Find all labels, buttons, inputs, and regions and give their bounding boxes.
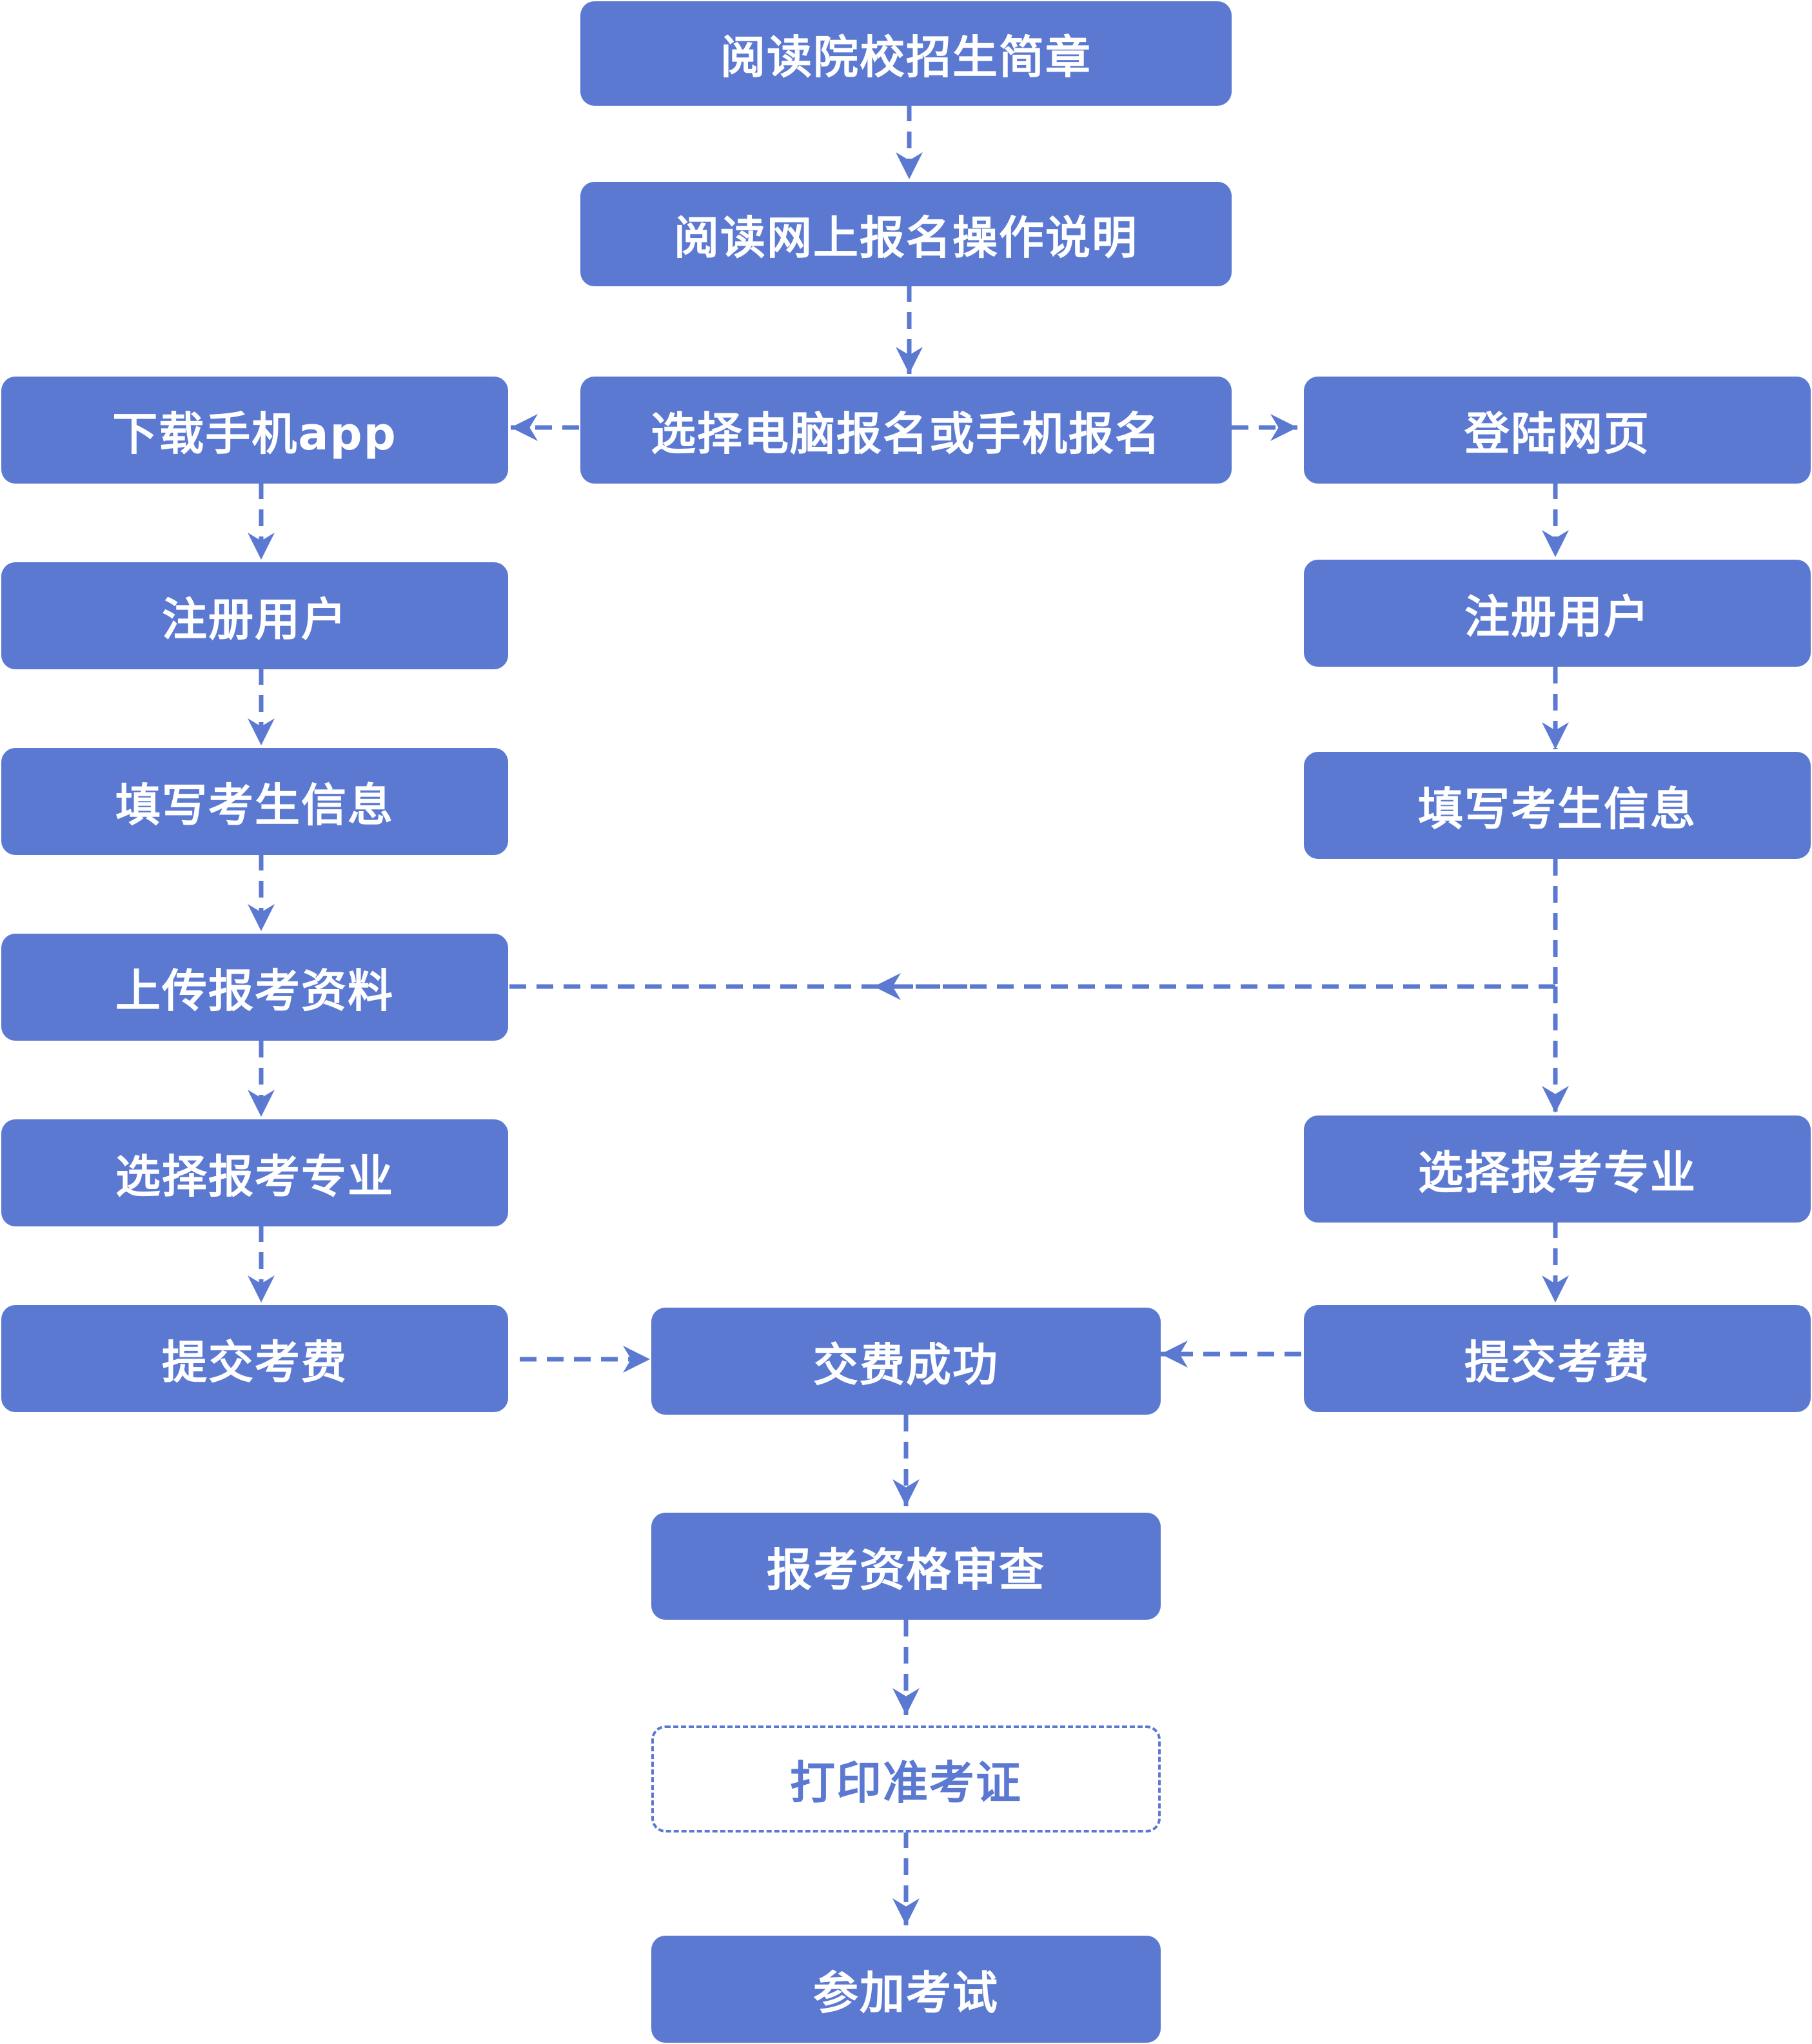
- node-label: 下载手机app: [112, 407, 397, 460]
- node-read-instructions: 阅读网上报名操作说明: [580, 182, 1232, 286]
- node-label: 打印准考证: [790, 1756, 1022, 1809]
- node-read-brochure: 阅读院校招生简章: [580, 1, 1232, 106]
- node-right-register: 注册用户: [1304, 560, 1811, 667]
- node-qualification-review: 报考资格审查: [651, 1513, 1161, 1620]
- node-label: 提交考费: [162, 1335, 348, 1389]
- node-left-fill-info: 填写考生信息: [1, 748, 508, 855]
- node-label: 阅读网上报名操作说明: [674, 211, 1138, 264]
- node-label: 注册用户: [162, 593, 348, 646]
- node-left-submit-fee: 提交考费: [1, 1305, 508, 1412]
- node-label: 选择报考专业: [115, 1150, 394, 1203]
- node-left-choose-major: 选择报考专业: [1, 1119, 508, 1226]
- node-label: 提交考费: [1464, 1335, 1650, 1389]
- node-label: 登陆网页: [1464, 407, 1650, 460]
- node-label: 参加考试: [813, 1966, 999, 2019]
- node-label: 注册用户: [1464, 590, 1650, 644]
- node-payment-success: 交费成功: [651, 1308, 1161, 1415]
- node-label: 阅读院校招生简章: [720, 30, 1092, 84]
- node-print-admission-ticket: 打印准考证: [651, 1725, 1161, 1833]
- node-take-exam: 参加考试: [651, 1936, 1161, 2043]
- node-right-submit-fee: 提交考费: [1304, 1305, 1811, 1412]
- node-left-download-app: 下载手机app: [1, 377, 508, 484]
- node-label: 上传报考资料: [115, 964, 394, 1017]
- node-label: 填写考生信息: [115, 778, 394, 832]
- node-label: 填写考生信息: [1418, 782, 1697, 836]
- node-choose-method: 选择电脑报名或手机报名: [580, 377, 1232, 484]
- node-right-choose-major: 选择报考专业: [1304, 1115, 1811, 1223]
- node-label: 交费成功: [813, 1338, 999, 1391]
- node-label: 选择电脑报名或手机报名: [651, 407, 1161, 460]
- node-right-login-web: 登陆网页: [1304, 377, 1811, 484]
- node-label: 选择报考专业: [1418, 1146, 1697, 1199]
- node-left-upload-materials: 上传报考资料: [1, 934, 508, 1041]
- node-left-register: 注册用户: [1, 562, 508, 669]
- node-label: 报考资格审查: [767, 1543, 1045, 1597]
- node-right-fill-info: 填写考生信息: [1304, 752, 1811, 859]
